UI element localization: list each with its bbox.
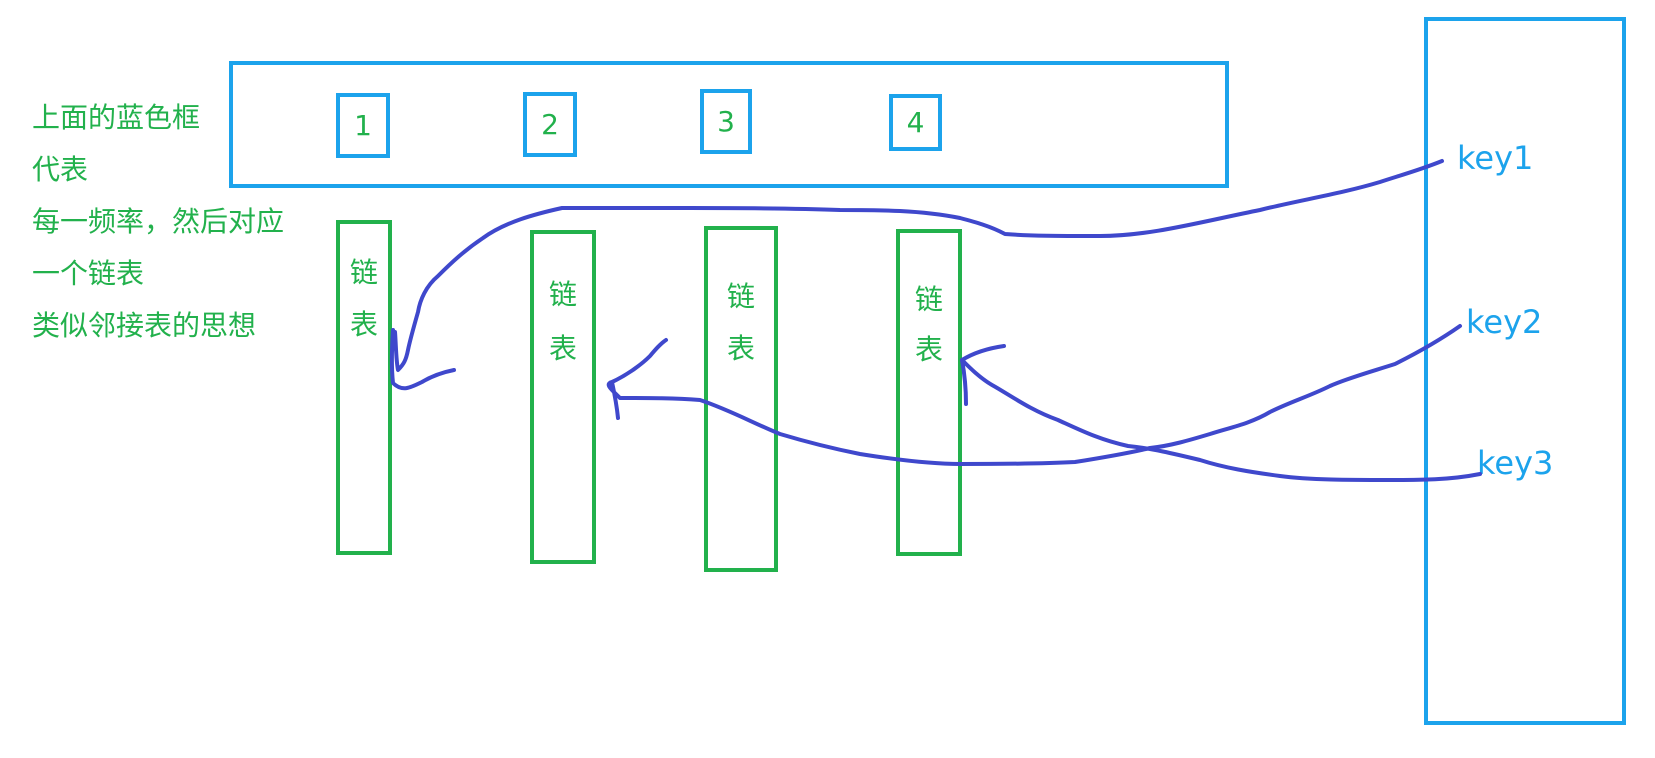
key-label-1: key1 — [1457, 139, 1534, 177]
frequency-box-3: 3 — [700, 89, 752, 154]
linked-list-1-bottom: 表 — [349, 308, 378, 341]
frequency-box-2-label: 2 — [541, 108, 559, 141]
linked-list-3-bottom: 表 — [726, 332, 755, 365]
note-line-4: 一个链表 — [32, 257, 145, 290]
frequency-box-1-label: 1 — [354, 109, 372, 142]
note-line-5: 类似邻接表的思想 — [32, 309, 257, 342]
linked-list-column-3: 链 表 — [704, 226, 778, 572]
frequency-box-1: 1 — [336, 93, 390, 158]
linked-list-3-top: 链 — [726, 280, 755, 313]
linked-list-column-1: 链 表 — [336, 220, 392, 555]
note-line-2: 代表 — [32, 153, 89, 186]
frequency-box-3-label: 3 — [717, 105, 735, 138]
linked-list-1-top: 链 — [349, 256, 378, 289]
key-label-3: key3 — [1477, 444, 1554, 482]
hand-drawn-arrow-key3 — [960, 344, 1482, 482]
frequency-box-2: 2 — [523, 92, 577, 157]
explanation-note: 上面的蓝色框 代表 每一频率，然后对应 一个链表 类似邻接表的思想 — [32, 92, 284, 352]
key-label-2: key2 — [1466, 303, 1543, 341]
linked-list-column-2: 链 表 — [530, 230, 596, 564]
linked-list-4-bottom: 表 — [914, 333, 943, 366]
linked-list-column-4: 链 表 — [896, 229, 962, 556]
linked-list-2-top: 链 — [548, 278, 577, 311]
key-container — [1424, 17, 1626, 725]
frequency-box-4: 4 — [889, 94, 942, 151]
frequency-box-4-label: 4 — [906, 106, 925, 139]
linked-list-4-top: 链 — [914, 283, 943, 316]
note-line-3: 每一频率，然后对应 — [32, 205, 285, 238]
note-line-1: 上面的蓝色框 — [32, 101, 201, 134]
linked-list-2-bottom: 表 — [548, 332, 577, 365]
